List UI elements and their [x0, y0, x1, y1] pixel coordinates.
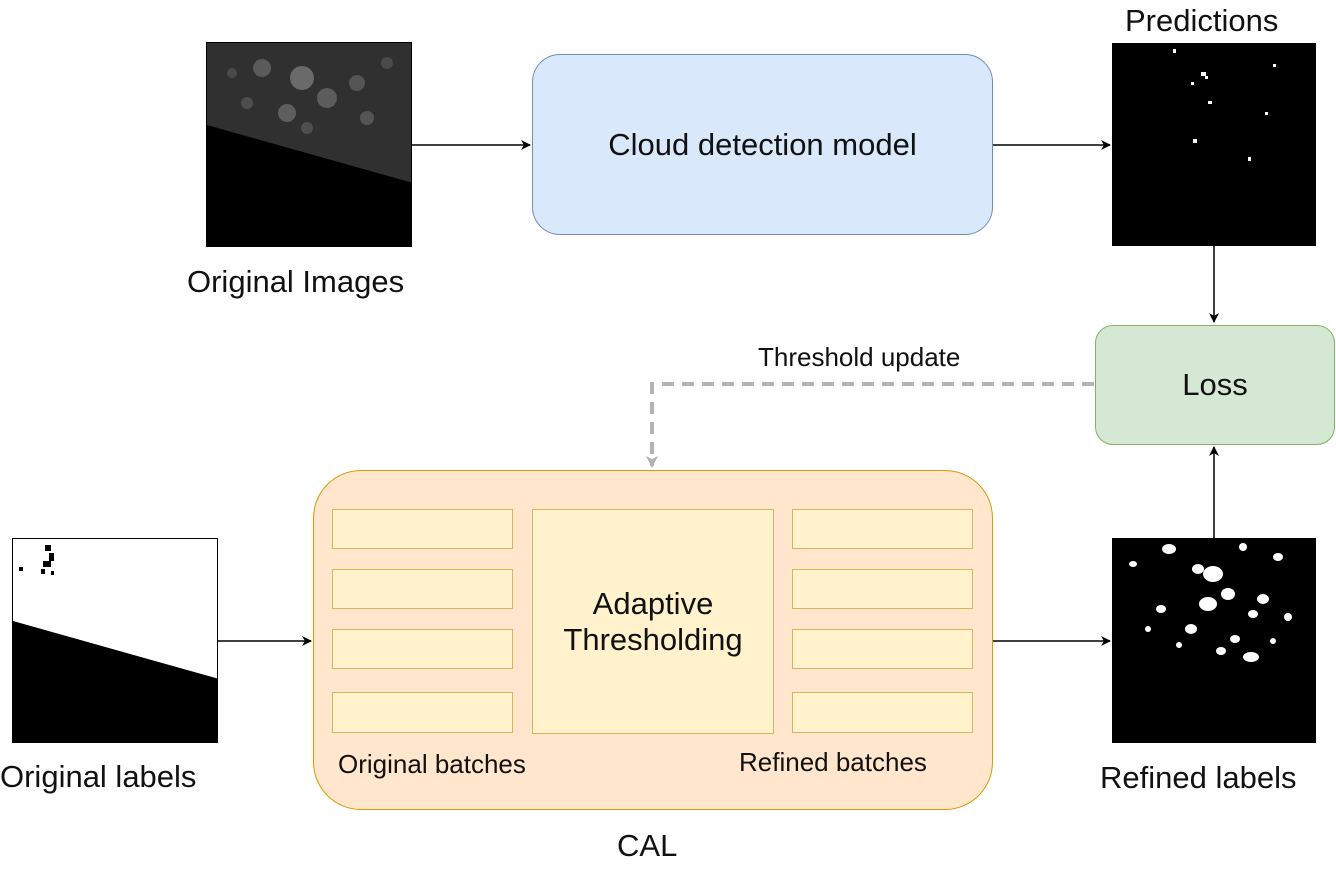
prediction-mask-graphic [1113, 44, 1315, 245]
cloud-detection-model-label: Cloud detection model [608, 126, 917, 162]
refined-batch-slot [792, 569, 973, 609]
original-image-thumbnail [206, 42, 412, 247]
original-images-label: Original Images [187, 264, 405, 299]
original-batch-slot [332, 509, 513, 549]
satellite-image-graphic [207, 43, 411, 246]
adaptive-thresholding-line1: Adaptive [592, 585, 714, 621]
loss-box: Loss [1095, 325, 1335, 445]
adaptive-thresholding-line2: Thresholding [563, 621, 743, 657]
predictions-label: Predictions [1125, 3, 1279, 38]
original-labels-thumbnail [12, 538, 218, 743]
refined-batch-slot [792, 629, 973, 669]
threshold-update-arrow [646, 382, 1094, 468]
cloud-detection-model-box: Cloud detection model [532, 54, 993, 235]
refined-labels-label: Refined labels [1100, 760, 1297, 795]
loss-label: Loss [1182, 367, 1248, 402]
original-labels-label: Original labels [0, 759, 197, 794]
predictions-thumbnail [1112, 43, 1316, 246]
original-batch-slot [332, 692, 513, 733]
refined-mask-graphic [1113, 539, 1315, 742]
label-mask-graphic [13, 539, 217, 742]
original-batches-caption: Original batches [338, 749, 526, 779]
original-batch-slot [332, 569, 513, 609]
refined-labels-thumbnail [1112, 538, 1316, 743]
refined-batch-slot [792, 509, 973, 549]
cal-label: CAL [617, 828, 678, 863]
refined-batches-caption: Refined batches [739, 747, 927, 777]
threshold-update-label: Threshold update [758, 342, 961, 372]
refined-batch-slot [792, 692, 973, 733]
original-batch-slot [332, 629, 513, 669]
adaptive-thresholding-box: Adaptive Thresholding [532, 509, 774, 734]
